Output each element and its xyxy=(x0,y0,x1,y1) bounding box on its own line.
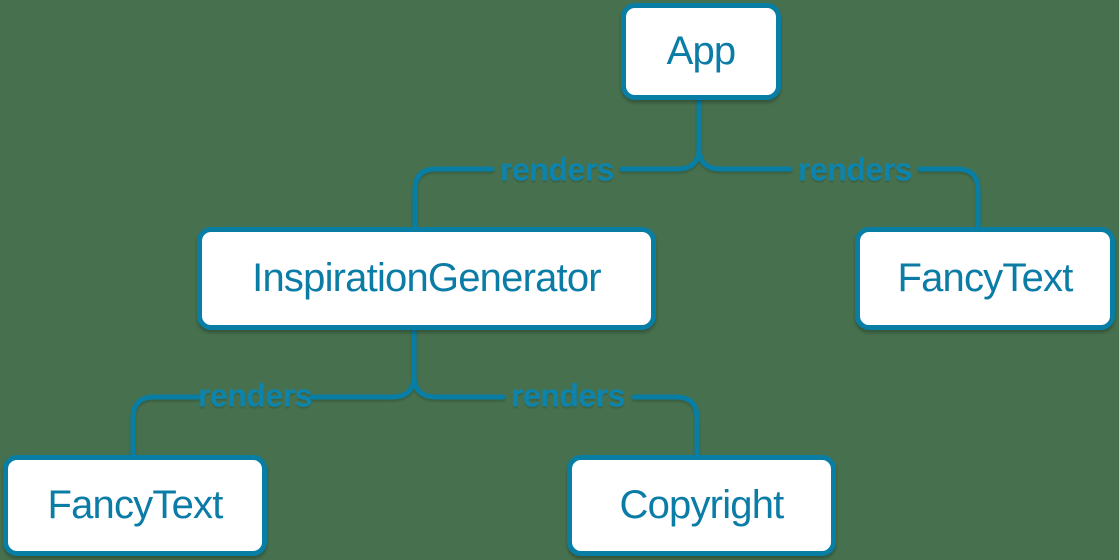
edge-inspiration-generator-to-copyright xyxy=(411,327,700,458)
node-copyright: Copyright xyxy=(567,455,836,556)
node-copyright-label: Copyright xyxy=(619,483,785,527)
node-fancy-text-right-label: FancyText xyxy=(897,256,1073,300)
node-app-label: App xyxy=(666,29,737,73)
edge-label-renders-1: renders xyxy=(500,151,614,188)
edge-label-renders-2: renders xyxy=(798,151,912,188)
node-app: App xyxy=(621,3,781,100)
edge-label-renders-3: renders xyxy=(198,377,312,414)
edge-app-to-fancy-text xyxy=(696,97,981,230)
edge-label-renders-4: renders xyxy=(511,377,625,414)
node-fancy-text-right: FancyText xyxy=(855,227,1115,330)
node-inspiration-generator-label: InspirationGenerator xyxy=(252,256,601,300)
node-inspiration-generator: InspirationGenerator xyxy=(197,227,656,330)
node-fancy-text-left: FancyText xyxy=(3,455,267,556)
node-fancy-text-left-label: FancyText xyxy=(47,483,223,527)
